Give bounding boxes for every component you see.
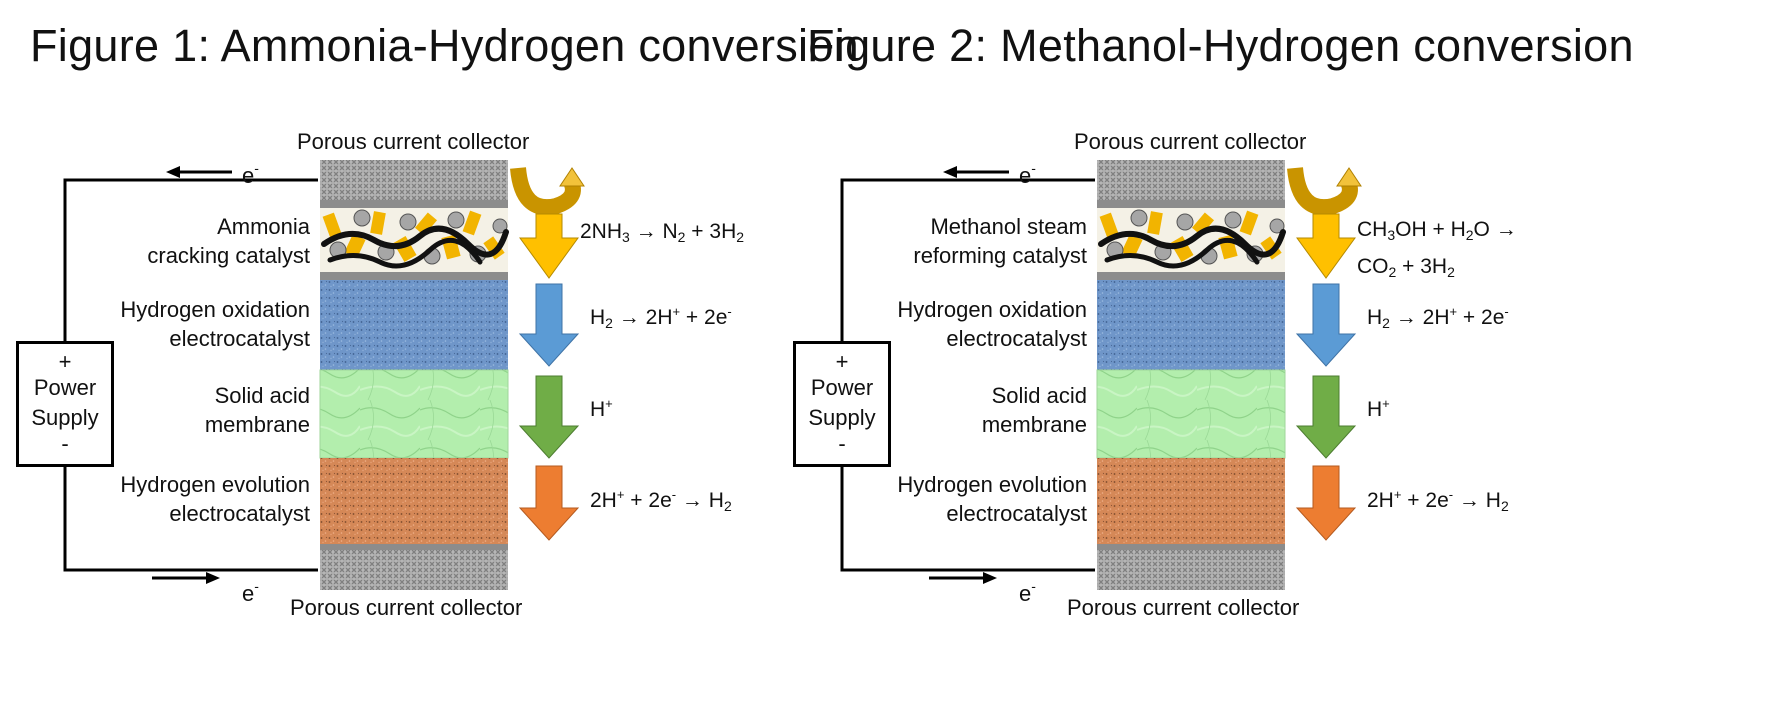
layer-evolution (320, 458, 508, 544)
recycle-arrow-icon (510, 167, 585, 216)
layer-label-line1: Solid acid (991, 383, 1087, 408)
layer-label-line1: Ammonia (217, 214, 310, 239)
power-minus: - (61, 431, 69, 456)
layer-label-line2: cracking catalyst (147, 243, 310, 268)
layer-label-membrane: Solid acid membrane (205, 380, 310, 441)
layer-label-line1: Hydrogen oxidation (897, 297, 1087, 322)
figure-1-title: Figure 1: Ammonia-Hydrogen conversion (30, 20, 859, 71)
layer-label-membrane: Solid acid membrane (982, 380, 1087, 441)
gray-plate-top (320, 200, 508, 208)
circuit-wire (63, 178, 318, 572)
layer-label-cracking: Ammonia cracking catalyst (147, 211, 310, 272)
layer-oxidation (1097, 280, 1285, 370)
gray-plate-mid (1097, 272, 1285, 280)
layer-label-line2: reforming catalyst (913, 243, 1087, 268)
layer-label-line1: Hydrogen evolution (897, 472, 1087, 497)
layer-label-line1: Hydrogen evolution (120, 472, 310, 497)
electron-arrow-bottom (152, 572, 220, 584)
layer-label-line1: Methanol steam (930, 214, 1087, 239)
power-supply-box: + Power Supply - (16, 341, 114, 467)
figure-1-panel: Figure 1: Ammonia-Hydrogen conversion Po… (16, 20, 859, 620)
figure-1-diagram (63, 160, 585, 590)
reaction-4: 2H+ + 2e- → H2 (590, 487, 732, 514)
current-collector-bottom (1097, 550, 1285, 590)
arrow-r3-icon (518, 375, 580, 459)
recycle-arrow-icon (1287, 167, 1362, 216)
gray-plate-bottom (1097, 544, 1285, 550)
reaction-1: CH3OH + H2O →CO2 + 3H2 (1357, 218, 1517, 280)
arrow-r1-icon (519, 213, 579, 279)
electron-top-text: e (242, 163, 255, 188)
current-collector-top (320, 160, 508, 200)
arrow-r2-icon (518, 283, 580, 367)
gray-plate-top (1097, 200, 1285, 208)
layer-label-evolution: Hydrogen evolution electrocatalyst (897, 469, 1087, 530)
electron-top-sup: - (1031, 160, 1036, 176)
layer-label-evolution: Hydrogen evolution electrocatalyst (120, 469, 310, 530)
layer-label-line2: membrane (981, 412, 1087, 437)
collector-bottom-label: Porous current collector (290, 595, 523, 620)
reaction-3: H+ (1367, 396, 1390, 421)
electron-bottom-sup: - (254, 578, 259, 594)
electron-arrow-top (943, 166, 1009, 178)
layer-label-line2: membrane (204, 412, 310, 437)
arrow-r1-icon (1296, 213, 1356, 279)
figure-2-diagram (840, 160, 1362, 590)
figure-2-panel: Figure 2: Methanol-Hydrogen conversion P… (777, 0, 1665, 721)
layer-label-line2: electrocatalyst (169, 326, 310, 351)
layer-label-line2: electrocatalyst (169, 501, 310, 526)
circuit-wire (840, 178, 1095, 572)
electron-top-sup: - (254, 160, 259, 176)
electron-arrow-top (166, 166, 232, 178)
figure-2-title: Figure 2: Methanol-Hydrogen conversion (807, 20, 1634, 71)
arrow-r4-icon (518, 465, 580, 541)
electron-top-label: e- (1019, 152, 1036, 192)
electron-bottom-label: e- (242, 570, 259, 610)
collector-bottom-label: Porous current collector (1067, 595, 1300, 620)
reaction-4: 2H+ + 2e- → H2 (1367, 487, 1509, 514)
layer-label-reforming: Methanol steam reforming catalyst (913, 211, 1087, 272)
electron-bottom-label: e- (1019, 570, 1036, 610)
current-collector-bottom (320, 550, 508, 590)
reaction-3: H+ (590, 396, 613, 421)
layer-evolution (1097, 458, 1285, 544)
current-collector-top (1097, 160, 1285, 200)
reaction-1: 2NH3 → N2 + 3H2 (580, 220, 745, 245)
power-label-line2: Supply (31, 405, 99, 430)
arrow-r3-icon (1295, 375, 1357, 459)
power-label-line2: Supply (808, 405, 876, 430)
arrow-r4-icon (1295, 465, 1357, 541)
layer-label-line2: electrocatalyst (946, 326, 1087, 351)
electron-arrow-bottom (929, 572, 997, 584)
gray-plate-mid (320, 272, 508, 280)
layer-label-line2: electrocatalyst (946, 501, 1087, 526)
collector-top-label: Porous current collector (1074, 129, 1307, 154)
layer-oxidation (320, 280, 508, 370)
power-label-line1: Power (810, 375, 874, 400)
layer-label-line1: Solid acid (214, 383, 310, 408)
layer-label-oxidation: Hydrogen oxidation electrocatalyst (897, 294, 1087, 355)
power-plus: + (58, 349, 72, 374)
power-label-line1: Power (33, 375, 97, 400)
power-supply-box: + Power Supply - (793, 341, 891, 467)
electron-bottom-text: e (242, 581, 255, 606)
power-minus: - (838, 431, 846, 456)
catalyst-particles (321, 209, 509, 269)
layer-membrane (1096, 369, 1286, 459)
electron-top-text: e (1019, 163, 1032, 188)
layer-membrane (319, 369, 509, 459)
arrow-r2-icon (1295, 283, 1357, 367)
layer-label-line1: Hydrogen oxidation (120, 297, 310, 322)
reaction-2: H2 → 2H+ + 2e- (1367, 304, 1509, 331)
electron-top-label: e- (242, 152, 259, 192)
electron-bottom-text: e (1019, 581, 1032, 606)
gray-plate-bottom (320, 544, 508, 550)
collector-top-label: Porous current collector (297, 129, 530, 154)
reaction-2: H2 → 2H+ + 2e- (590, 304, 732, 331)
catalyst-particles (1098, 209, 1286, 269)
layer-label-oxidation: Hydrogen oxidation electrocatalyst (120, 294, 310, 355)
power-plus: + (835, 349, 849, 374)
electron-bottom-sup: - (1031, 578, 1036, 594)
